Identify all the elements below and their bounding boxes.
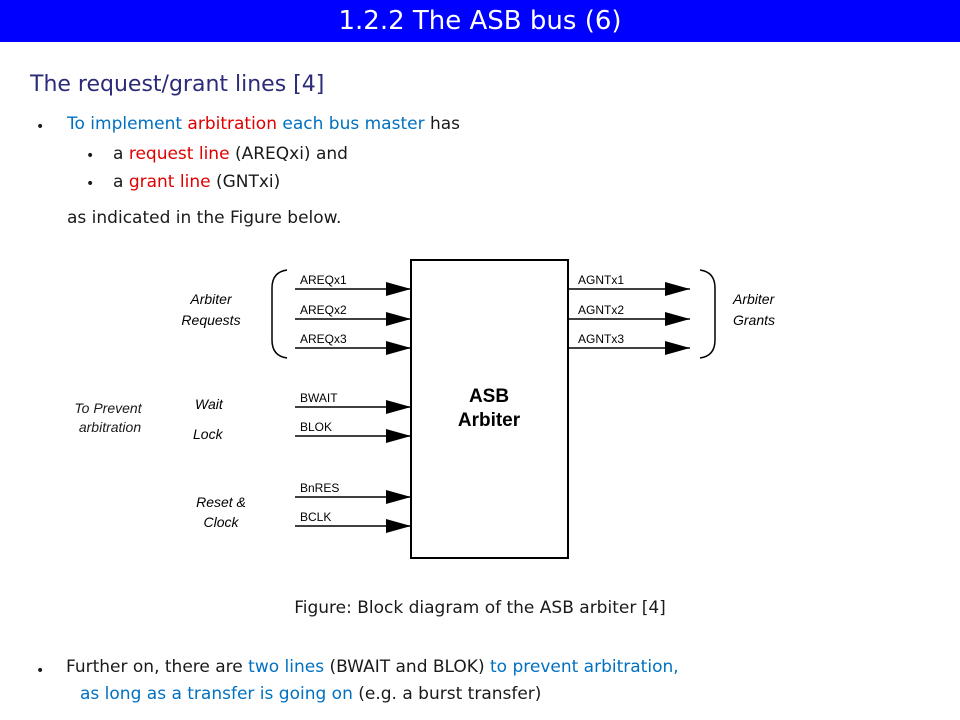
bullet-further-line1: Further on, there are two lines (BWAIT a… [66,657,679,677]
bullet-further-line2: as long as a transfer is going on (e.g. … [80,684,541,704]
label-agntx2: AGNTx2 [578,303,624,317]
bullet-dot: • [36,663,45,679]
group-reset-2: Clock [203,514,239,530]
text-segment: two lines [248,657,325,677]
label-areqx1: AREQx1 [300,273,347,287]
text-segment: (e.g. a burst transfer) [352,684,542,704]
arbiter-label-arbiter: Arbiter [458,410,521,431]
text-segment: has [424,114,461,134]
label-bclk: BCLK [300,510,331,524]
label-agntx3: AGNTx3 [578,332,624,346]
group-lock: Lock [193,426,224,442]
blok-arrowhead [386,429,411,443]
text-segment: To implement [67,114,188,134]
figure-intro: as indicated in the Figure below. [67,208,342,228]
text-segment: (GNTxi) [210,172,281,192]
text-segment: a [113,172,129,192]
text-segment: (BWAIT and BLOK) [324,657,490,677]
text-segment: arbitration [187,114,277,134]
text-segment: request line [128,144,230,164]
label-areqx2: AREQx2 [300,303,347,317]
text-segment: (AREQxi) and [229,144,348,164]
bullet-grant-line: a grant line (GNTxi) [113,172,280,192]
bullet-request-line: a request line (AREQxi) and [113,144,348,164]
label-areqx3: AREQx3 [300,332,347,346]
group-arbiter-grants-1: Arbiter [732,291,776,307]
bullet-dot: • [86,176,95,192]
grants-brace [699,269,716,359]
group-wait: Wait [195,396,224,412]
label-bwait: BWAIT [300,391,338,405]
bnres-arrowhead [386,490,411,504]
label-agntx1: AGNTx1 [578,273,624,287]
group-reset-1: Reset & [196,494,246,510]
group-prevent-1: To Prevent [74,400,142,416]
group-arbiter-grants-2: Grants [733,312,775,328]
label-blok: BLOK [300,420,332,434]
group-arbiter-requests-2: Requests [181,312,240,328]
bclk-arrowhead [386,519,411,533]
group-arbiter-requests-1: Arbiter [189,291,233,307]
bullet-dot: • [36,119,45,135]
agnt2-arrowhead [665,312,690,326]
agnt1-arrowhead [665,282,690,296]
bullet-arbitration: To implement arbitration each bus master… [67,114,460,134]
areq2-arrowhead [386,312,411,326]
text-segment: to prevent arbitration, [489,657,679,677]
figure-caption: Figure: Block diagram of the ASB arbiter… [294,598,666,618]
group-prevent-2: arbitration [79,419,141,435]
section-subtitle: The request/grant lines [4] [30,72,325,97]
areq3-arrowhead [386,341,411,355]
text-segment: as long as a transfer is going on [80,684,353,704]
areq1-arrowhead [386,282,411,296]
agnt3-arrowhead [665,341,690,355]
text-segment: grant line [128,172,211,192]
text-segment: a [113,144,129,164]
arbiter-block [410,259,569,559]
arbiter-label-asb: ASB [469,386,509,407]
bullet-dot: • [86,148,95,164]
slide-title: 1.2.2 The ASB bus (6) [0,0,960,42]
bwait-arrowhead [386,400,411,414]
requests-brace [271,269,288,359]
label-bnres: BnRES [300,481,339,495]
text-segment: Further on, there are [66,657,249,677]
text-segment: each bus master [276,114,425,134]
